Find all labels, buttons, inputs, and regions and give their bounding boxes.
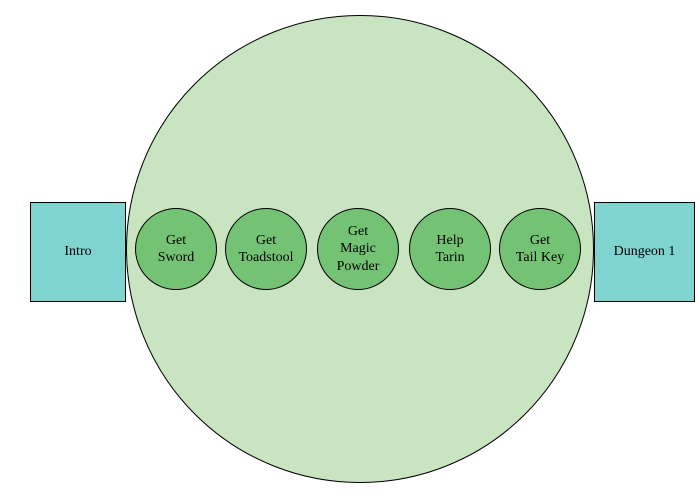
node-get-magic-powder[interactable]: Get Magic Powder bbox=[317, 208, 399, 290]
node-dungeon-1[interactable]: Dungeon 1 bbox=[594, 202, 695, 302]
node-get-magic-powder-label: Get Magic Powder bbox=[336, 224, 380, 274]
node-get-toadstool[interactable]: Get Toadstool bbox=[225, 208, 307, 290]
node-get-sword-label: Get Sword bbox=[157, 232, 195, 265]
node-help-tarin[interactable]: Help Tarin bbox=[409, 208, 491, 290]
node-intro[interactable]: Intro bbox=[30, 202, 126, 302]
node-intro-label: Intro bbox=[64, 244, 92, 259]
node-help-tarin-label: Help Tarin bbox=[435, 232, 465, 265]
node-dungeon-1-label: Dungeon 1 bbox=[613, 244, 676, 259]
node-get-tail-key[interactable]: Get Tail Key bbox=[499, 208, 581, 290]
node-get-sword[interactable]: Get Sword bbox=[135, 208, 217, 290]
node-get-tail-key-label: Get Tail Key bbox=[515, 232, 565, 265]
node-get-toadstool-label: Get Toadstool bbox=[238, 232, 294, 265]
